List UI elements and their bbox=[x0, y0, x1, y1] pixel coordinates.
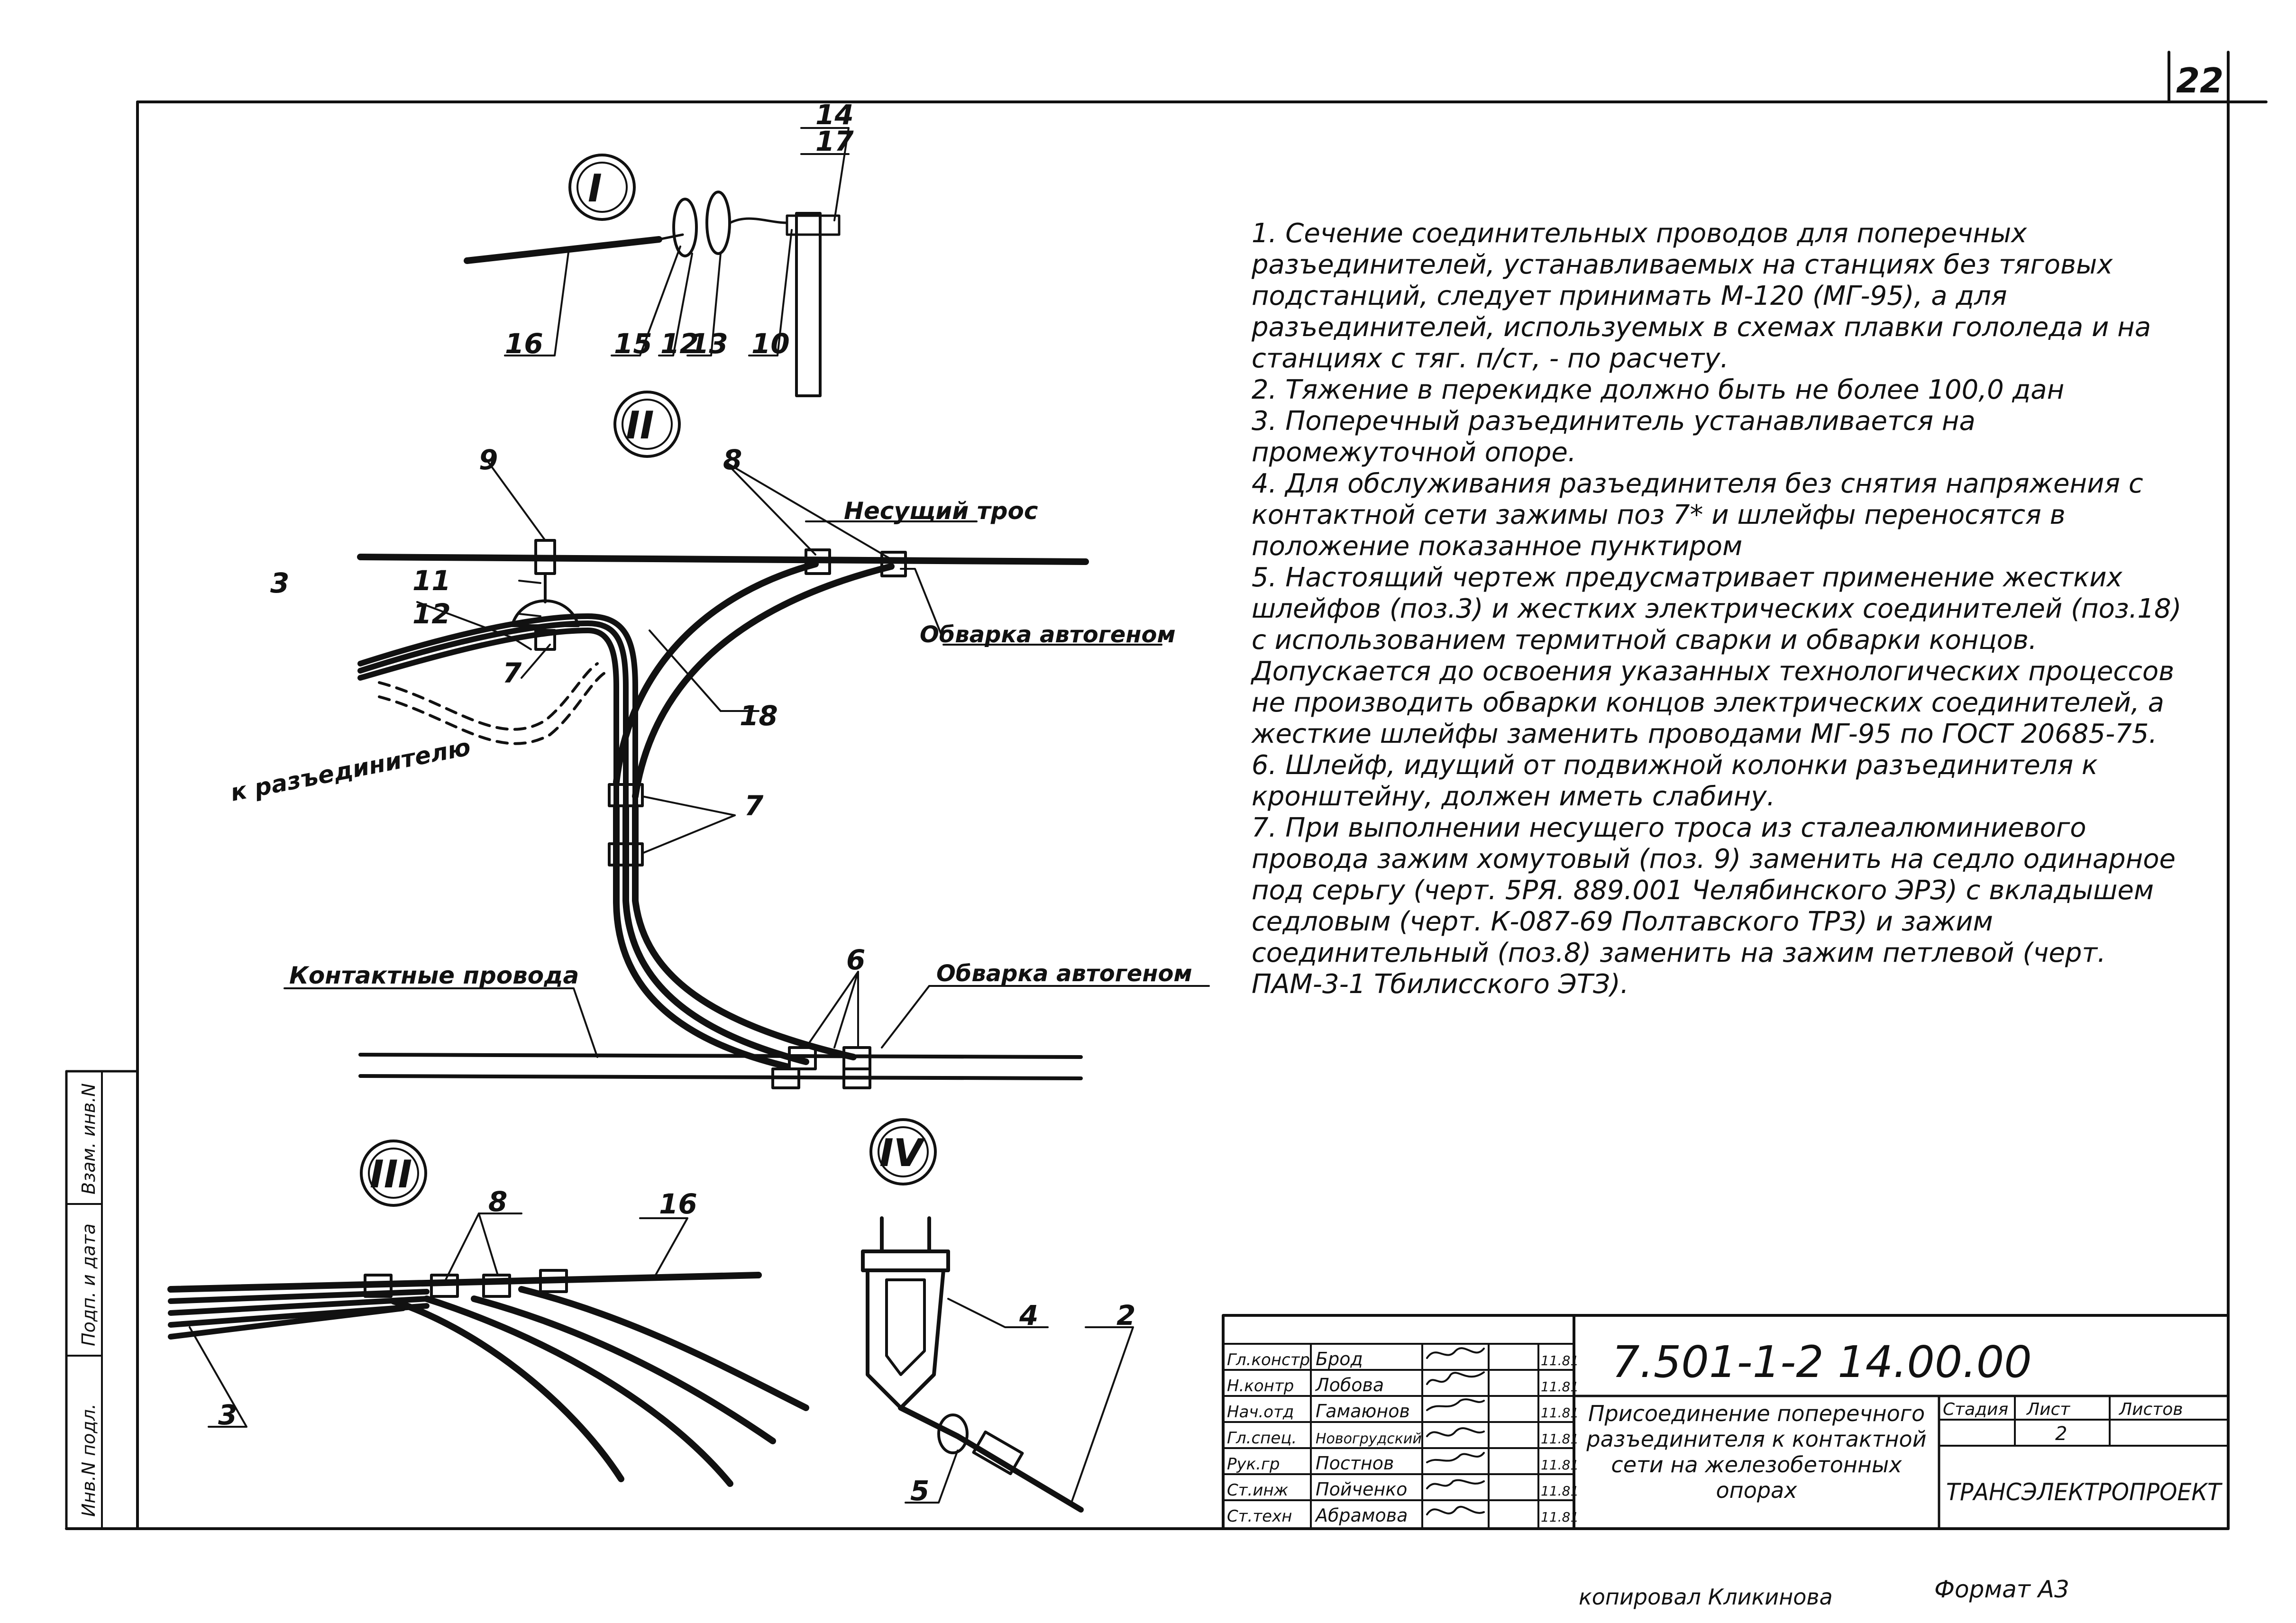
carrier-cable-label: Несущий трос bbox=[844, 497, 1038, 525]
view-I-label-17: 17 bbox=[815, 125, 854, 157]
view-I-marker: I bbox=[588, 166, 602, 210]
view-II-label-9: 9 bbox=[479, 444, 498, 476]
side-stamp-replace: Взам. инв.N bbox=[78, 1083, 99, 1194]
note-item: 3. Поперечный разъединитель устанавливае… bbox=[1252, 406, 1976, 468]
stage-label: Стадия bbox=[1943, 1400, 2008, 1419]
view-I-label-16: 16 bbox=[505, 328, 543, 360]
view-I bbox=[464, 127, 850, 397]
view-IV-label-4: 4 bbox=[1019, 1299, 1038, 1331]
role-date: 11.81 bbox=[1541, 1405, 1579, 1421]
view-III-label-8: 8 bbox=[488, 1185, 507, 1218]
role-date: 11.81 bbox=[1541, 1483, 1579, 1499]
role-label: Гл.констр bbox=[1227, 1350, 1310, 1369]
role-label: Ст.инж bbox=[1227, 1481, 1289, 1500]
view-IV-label-5: 5 bbox=[910, 1475, 929, 1507]
note-item: 4. Для обслуживания разъединителя без сн… bbox=[1252, 468, 2143, 562]
role-label: Гл.спец. bbox=[1227, 1429, 1297, 1448]
sheet-value: 2 bbox=[2055, 1423, 2067, 1445]
view-II-label-7b: 7 bbox=[744, 790, 764, 822]
signatures bbox=[1426, 1347, 1485, 1515]
view-I-label-10: 10 bbox=[751, 328, 790, 360]
role-date: 11.81 bbox=[1541, 1457, 1579, 1473]
view-IV bbox=[861, 1118, 1134, 1513]
note-item: 5. Настоящий чертеж предусматривает прим… bbox=[1252, 562, 2182, 749]
view-III bbox=[167, 1140, 809, 1487]
role-name: Брод bbox=[1316, 1349, 1363, 1369]
title-block bbox=[1222, 1314, 2230, 1530]
role-label: Рук.гр bbox=[1227, 1455, 1280, 1474]
notes-block: 1. Сечение соединительных проводов для п… bbox=[1252, 218, 2190, 1000]
doc-code: 7.501-1-2 14.00.00 bbox=[1612, 1337, 2032, 1387]
role-date: 11.81 bbox=[1541, 1509, 1579, 1525]
role-name: Постнов bbox=[1316, 1453, 1394, 1474]
view-II-label-6: 6 bbox=[846, 944, 865, 976]
to-disconnector-label: к разъединителю bbox=[228, 733, 473, 807]
view-IV-label-2: 2 bbox=[1116, 1299, 1135, 1331]
view-III-marker: III bbox=[370, 1152, 412, 1196]
role-name: Новогрудский bbox=[1316, 1431, 1422, 1447]
view-IV-marker: IV bbox=[879, 1131, 926, 1175]
view-II-label-11: 11 bbox=[412, 565, 451, 597]
role-date: 11.81 bbox=[1541, 1431, 1579, 1447]
contact-wires-label: Контактные провода bbox=[289, 962, 579, 989]
view-I-label-13: 13 bbox=[690, 328, 728, 360]
weld-top-label: Обварка автогеном bbox=[920, 621, 1176, 648]
note-item: 6. Шлейф, идущий от подвижной колонки ра… bbox=[1252, 750, 2098, 812]
role-name: Лобова bbox=[1315, 1375, 1384, 1395]
side-stamp bbox=[65, 1070, 139, 1530]
weld-bottom-label: Обварка автогеном bbox=[936, 960, 1192, 987]
view-II bbox=[284, 391, 1210, 1089]
view-II-label-3: 3 bbox=[270, 567, 289, 599]
note-item: 2. Тяжение в перекидке должно быть не бо… bbox=[1252, 374, 2065, 405]
sheet-label: Лист bbox=[2026, 1400, 2070, 1419]
view-I-label-14: 14 bbox=[815, 99, 854, 131]
footer-copied: копировал Кликинова bbox=[1579, 1584, 1833, 1610]
side-stamp-inv: Инв.N подл. bbox=[78, 1404, 99, 1517]
role-label: Нач.отд bbox=[1227, 1403, 1294, 1422]
org-name: ТРАНСЭЛЕКТРОПРОЕКТ bbox=[1946, 1478, 2223, 1506]
note-item: 7. При выполнении несущего троса из стал… bbox=[1252, 812, 2176, 1000]
note-item: 1. Сечение соединительных проводов для п… bbox=[1252, 218, 2151, 374]
view-II-label-18: 18 bbox=[740, 700, 778, 732]
role-label: Ст.техн bbox=[1227, 1507, 1292, 1526]
sheets-label: Листов bbox=[2118, 1400, 2183, 1419]
view-I-label-15: 15 bbox=[614, 328, 652, 360]
sheet-number: 22 bbox=[2176, 61, 2223, 100]
role-label: Н.контр bbox=[1227, 1377, 1294, 1395]
drawing-title: Присоединение поперечного разъединителя … bbox=[1586, 1401, 1927, 1503]
footer-format: Формат А3 bbox=[1934, 1576, 2069, 1603]
view-II-label-7a: 7 bbox=[503, 657, 522, 689]
view-II-marker: II bbox=[626, 403, 654, 447]
role-date: 11.81 bbox=[1541, 1379, 1579, 1395]
role-date: 11.81 bbox=[1541, 1353, 1579, 1368]
roles-rows: Гл.констр Брод 11.81 Н.контр Лобова 11.8… bbox=[1227, 1349, 1579, 1526]
view-III-label-16: 16 bbox=[659, 1188, 697, 1220]
role-name: Пойченко bbox=[1316, 1479, 1407, 1500]
view-I-label-12: 12 bbox=[660, 328, 699, 360]
view-II-label-8: 8 bbox=[723, 444, 742, 476]
view-III-label-3: 3 bbox=[218, 1399, 237, 1431]
side-stamp-sign: Подп. и дата bbox=[78, 1223, 99, 1346]
role-name: Абрамова bbox=[1314, 1505, 1408, 1526]
role-name: Гамаюнов bbox=[1316, 1401, 1410, 1422]
view-II-label-12: 12 bbox=[412, 598, 451, 630]
